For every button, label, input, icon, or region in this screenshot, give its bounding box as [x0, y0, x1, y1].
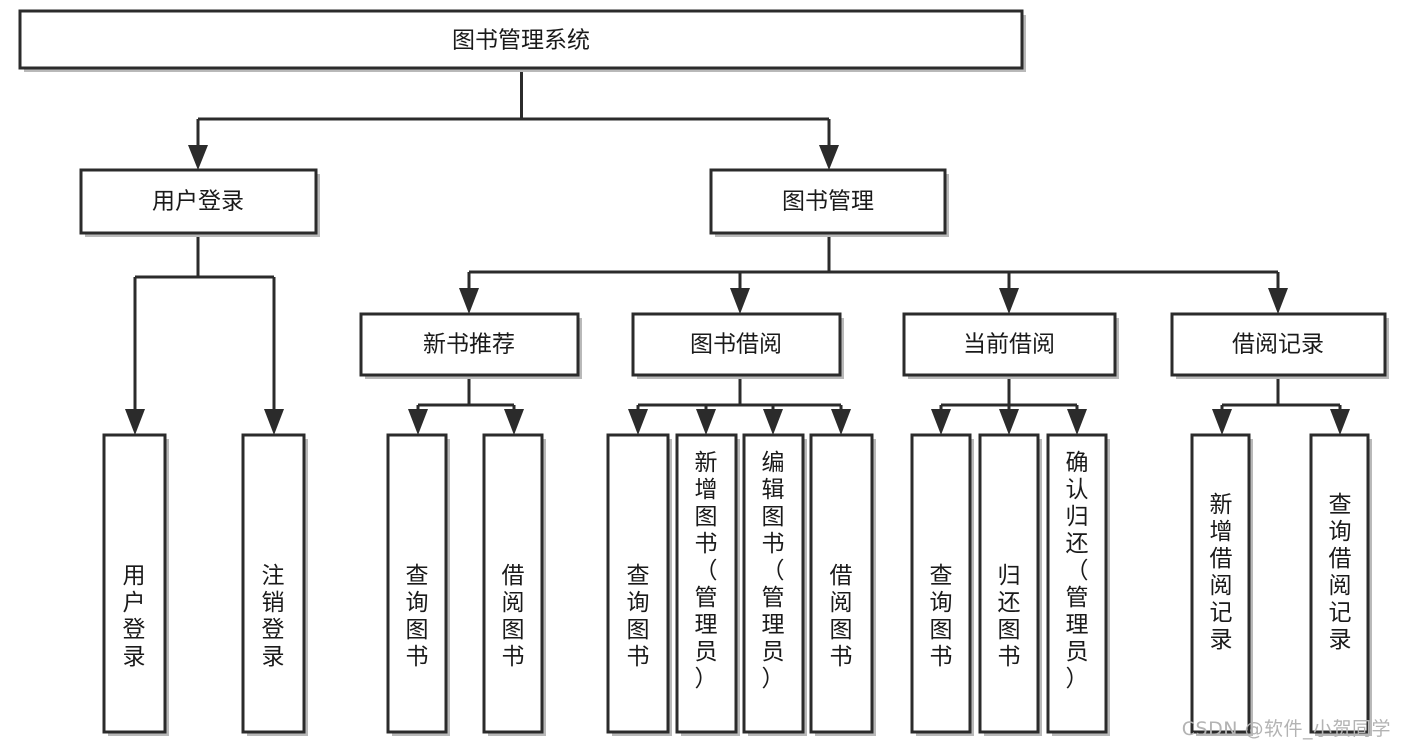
node-leaf-user-login[interactable]: 用户登录 — [102, 433, 169, 736]
node-leaf-edit-book-label: 编辑图书（管理员） — [762, 450, 785, 692]
node-leaf-query-record[interactable]: 查询借阅记录 — [1309, 433, 1372, 736]
node-user-login-label: 用户登录 — [152, 189, 244, 215]
node-leaf-logout-login-label: 注销登录 — [262, 563, 285, 670]
edge-group-borrow-record-to-leaves — [1212, 375, 1350, 435]
arrow-head-leaf-borrow-book-1 — [504, 409, 524, 435]
node-leaf-query-book-2-label: 查询图书 — [627, 563, 650, 670]
node-leaf-return-book-box — [978, 433, 1040, 734]
arrow-head-leaf-edit-book — [763, 409, 783, 435]
edge-group-new-book-rec-to-leaves — [408, 375, 524, 435]
node-leaf-user-login-box — [102, 433, 167, 734]
node-current-borrow[interactable]: 当前借阅 — [902, 312, 1119, 379]
node-current-borrow-box — [902, 312, 1117, 377]
node-new-book-rec-label: 新书推荐 — [423, 332, 515, 358]
node-current-borrow-label: 当前借阅 — [963, 332, 1055, 358]
node-leaf-logout-login[interactable]: 注销登录 — [241, 433, 308, 736]
arrow-head-leaf-add-book — [696, 409, 716, 435]
node-borrow-record-box — [1170, 312, 1387, 377]
node-borrow-record[interactable]: 借阅记录 — [1170, 312, 1389, 379]
arrow-head-leaf-query-book-2 — [628, 409, 648, 435]
edge-group-root-to-level2 — [188, 68, 839, 170]
node-leaf-borrow-book-2-box — [809, 433, 874, 734]
node-leaf-query-book-3-box — [910, 433, 972, 734]
arrow-head-leaf-logout-login — [264, 409, 284, 435]
node-leaf-borrow-book-1-label: 借阅图书 — [502, 563, 525, 670]
node-new-book-rec[interactable]: 新书推荐 — [359, 312, 582, 379]
node-user-login[interactable]: 用户登录 — [79, 168, 320, 237]
arrow-head-book-manage — [819, 145, 839, 170]
node-root-label: 图书管理系统 — [452, 28, 590, 54]
node-leaf-query-book-1[interactable]: 查询图书 — [386, 433, 450, 736]
node-book-manage[interactable]: 图书管理 — [709, 168, 949, 237]
arrow-head-leaf-borrow-book-2 — [831, 409, 851, 435]
node-user-login-box — [79, 168, 318, 235]
node-leaf-query-record-label: 查询借阅记录 — [1329, 492, 1352, 653]
arrow-head-leaf-return-book — [999, 409, 1019, 435]
arrow-head-leaf-query-book-1 — [408, 409, 428, 435]
node-leaf-add-book-label: 新增图书（管理员） — [695, 450, 718, 692]
arrow-head-leaf-add-record — [1212, 409, 1232, 435]
node-leaf-add-record-label: 新增借阅记录 — [1210, 492, 1233, 653]
node-leaf-borrow-book-1[interactable]: 借阅图书 — [482, 433, 546, 736]
node-leaf-query-book-1-label: 查询图书 — [406, 563, 429, 670]
edge-group-current-borrow-to-leaves — [931, 375, 1087, 435]
arrow-head-leaf-user-login — [125, 409, 145, 435]
arrow-head-current-borrow — [999, 288, 1019, 314]
csdn-watermark: CSDN @软件_小贺同学 — [1181, 718, 1391, 740]
node-leaf-logout-login-box — [241, 433, 306, 734]
node-leaf-add-record[interactable]: 新增借阅记录 — [1190, 433, 1253, 736]
edge-group-user-login-to-leaves — [125, 233, 284, 435]
node-book-manage-box — [709, 168, 947, 235]
node-leaf-borrow-book-2-label: 借阅图书 — [830, 563, 853, 670]
node-leaf-edit-book[interactable]: 编辑图书（管理员） — [742, 433, 807, 736]
node-leaf-query-book-3-label: 查询图书 — [930, 563, 953, 670]
node-leaf-query-book-1-box — [386, 433, 448, 734]
node-leaf-query-book-2[interactable]: 查询图书 — [606, 433, 672, 736]
node-leaf-query-record-box — [1309, 433, 1370, 734]
node-leaf-confirm-return-label: 确认归还（管理员） — [1066, 450, 1089, 692]
node-borrow-record-label: 借阅记录 — [1232, 332, 1324, 358]
arrow-head-leaf-confirm-return — [1067, 409, 1087, 435]
node-leaf-add-book[interactable]: 新增图书（管理员） — [675, 433, 740, 736]
arrow-head-user-login — [188, 145, 208, 170]
edge-group-book-borrow-to-leaves — [628, 375, 851, 435]
node-root[interactable]: 图书管理系统 — [18, 9, 1026, 72]
node-leaf-add-book-box — [675, 433, 738, 734]
arrow-head-borrow-record — [1268, 288, 1288, 314]
node-leaf-confirm-return-box — [1046, 433, 1108, 734]
arrow-head-new-book-rec — [459, 288, 479, 314]
node-leaf-edit-book-box — [742, 433, 805, 734]
node-root-box — [18, 9, 1024, 70]
node-leaf-query-book-3[interactable]: 查询图书 — [910, 433, 974, 736]
node-leaf-borrow-book-2[interactable]: 借阅图书 — [809, 433, 876, 736]
node-book-borrow-box — [631, 312, 842, 377]
node-leaf-confirm-return[interactable]: 确认归还（管理员） — [1046, 433, 1110, 736]
arrow-head-leaf-query-record — [1330, 409, 1350, 435]
node-book-borrow[interactable]: 图书借阅 — [631, 312, 844, 379]
node-leaf-add-record-box — [1190, 433, 1251, 734]
node-leaf-return-book[interactable]: 归还图书 — [978, 433, 1042, 736]
arrow-head-leaf-query-book-3 — [931, 409, 951, 435]
node-book-manage-label: 图书管理 — [782, 189, 874, 215]
node-new-book-rec-box — [359, 312, 580, 377]
node-book-borrow-label: 图书借阅 — [690, 332, 782, 358]
node-leaf-return-book-label: 归还图书 — [998, 563, 1021, 670]
node-leaf-query-book-2-box — [606, 433, 670, 734]
node-leaf-borrow-book-1-box — [482, 433, 544, 734]
node-leaf-user-login-label: 用户登录 — [123, 563, 146, 670]
edge-group-book-manage-to-level3 — [459, 233, 1288, 314]
arrow-head-book-borrow — [730, 288, 750, 314]
